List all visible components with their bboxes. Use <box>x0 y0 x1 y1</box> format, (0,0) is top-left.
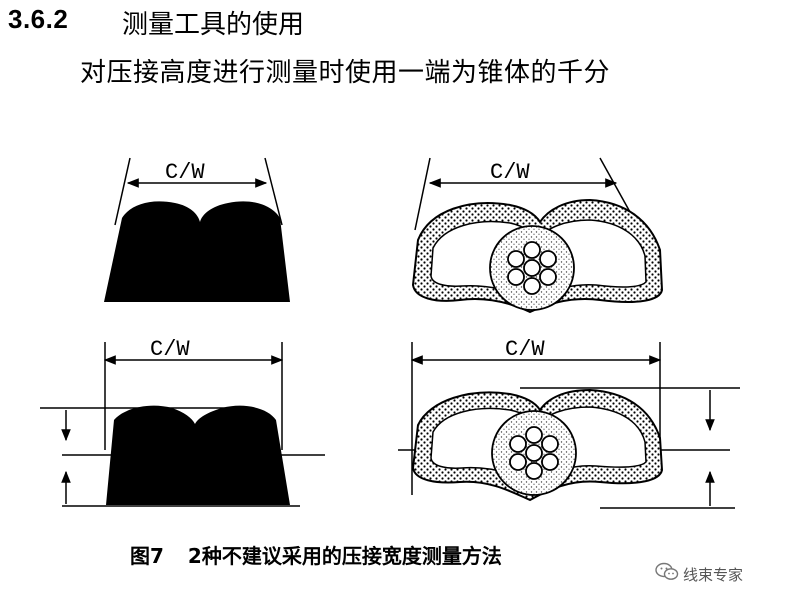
cw-label-bottom-right: C/W <box>505 337 545 362</box>
wechat-icon <box>655 562 679 586</box>
figure-caption: 图7 2种不建议采用的压接宽度测量方法 <box>130 540 502 569</box>
crimp-solid-bottom <box>40 342 325 507</box>
watermark-text: 线束专家 <box>683 565 744 584</box>
caption-text: 2种不建议采用的压接宽度测量方法 <box>187 544 502 568</box>
subtitle: 对压接高度进行测量时使用一端为锥体的千分 <box>80 58 611 88</box>
watermark: 线束专家 <box>655 562 743 586</box>
caption-number: 图7 <box>130 544 164 568</box>
cw-label-top-right: C/W <box>490 160 530 185</box>
crimp-measurement-figure: C/W C/W C/W C/W <box>40 157 740 509</box>
crimp-wire-top <box>411 157 664 314</box>
section-number: 3.6.2 <box>8 4 69 34</box>
section-title: 测量工具的使用 <box>122 10 305 40</box>
cw-label-top-left: C/W <box>165 160 205 185</box>
cw-label-bottom-left: C/W <box>150 337 190 362</box>
crimp-wire-bottom <box>398 342 740 509</box>
crimp-solid-top <box>104 157 290 302</box>
